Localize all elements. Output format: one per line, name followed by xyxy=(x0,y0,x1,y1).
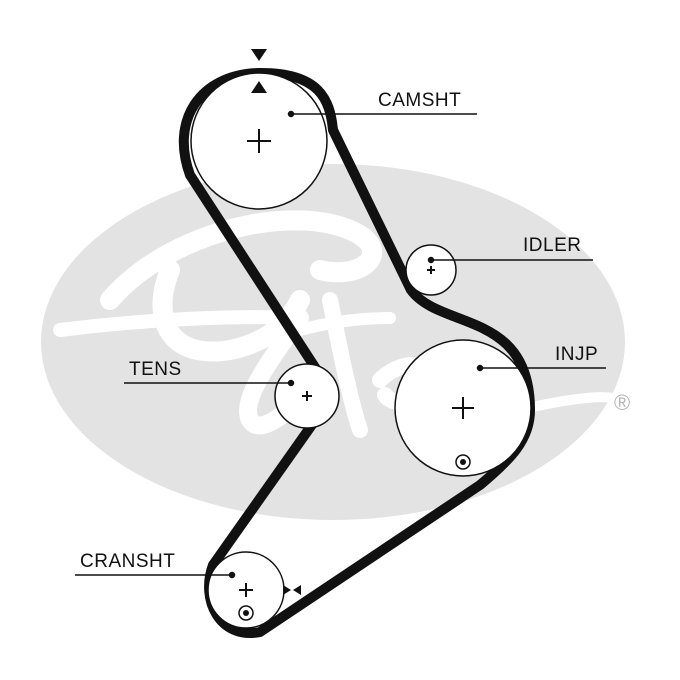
gates-watermark-logo: ® xyxy=(41,164,630,520)
plus-icon xyxy=(302,391,312,401)
bullseye-icon xyxy=(238,605,254,621)
crankshaft-pulley xyxy=(207,551,301,629)
arrowhead-icon xyxy=(283,585,291,595)
crankshaft-leader-dot xyxy=(228,571,236,579)
idler-leader-dot xyxy=(427,256,435,264)
plus-icon xyxy=(239,583,253,597)
camshaft-pulley xyxy=(190,72,328,210)
camshaft-label: CAMSHT xyxy=(378,90,461,111)
bullseye-icon xyxy=(455,454,471,470)
crankshaft-label: CRANSHT xyxy=(80,551,175,572)
plus-icon xyxy=(247,129,271,153)
injection-pump-leader-dot xyxy=(476,364,484,372)
arrowhead-icon xyxy=(293,585,301,595)
injection-pump-label: INJP xyxy=(555,344,598,365)
tensioner-leader-dot xyxy=(287,379,295,387)
idler-pulley xyxy=(405,244,457,296)
tensioner-label: TENS xyxy=(129,359,182,380)
plus-icon xyxy=(452,397,474,419)
injection-pump-pulley xyxy=(394,339,532,477)
idler-label: IDLER xyxy=(523,235,581,256)
leader-lines xyxy=(75,110,606,579)
registered-mark: ® xyxy=(614,390,630,415)
triangle-pair-icon xyxy=(251,49,267,93)
plus-icon xyxy=(427,266,435,274)
camshaft-leader-dot xyxy=(287,110,295,118)
tensioner-pulley xyxy=(274,363,340,429)
